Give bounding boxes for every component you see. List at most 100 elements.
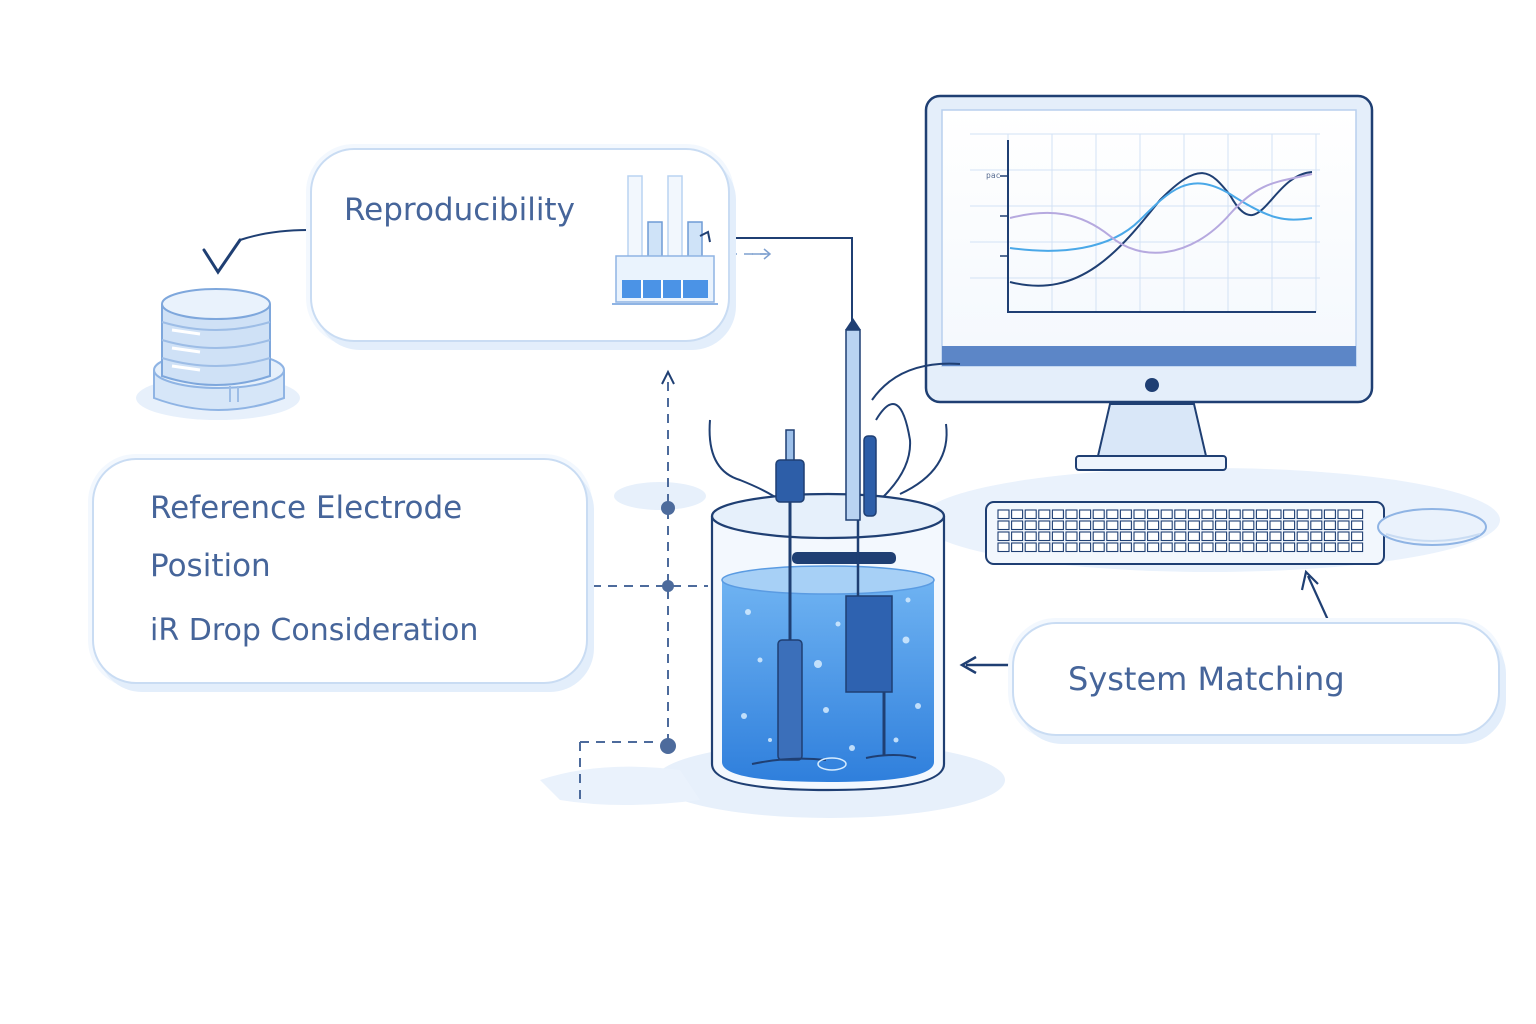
keyboard-key [1310, 509, 1323, 520]
mouse-icon [1377, 508, 1487, 546]
keyboard-key [1106, 509, 1119, 520]
keyboard-key [1106, 542, 1119, 553]
keyboard-key [1255, 509, 1268, 520]
keyboard-key [1215, 520, 1228, 531]
keyboard-key [1283, 520, 1296, 531]
keyboard-key [1079, 509, 1092, 520]
keyboard-key [1092, 520, 1105, 531]
keyboard-key [1011, 520, 1024, 531]
keyboard-key [1255, 520, 1268, 531]
keyboard-key [1187, 509, 1200, 520]
keyboard-key [1323, 509, 1336, 520]
keyboard-key [1283, 531, 1296, 542]
keyboard-key [1092, 509, 1105, 520]
keyboard-key [1215, 509, 1228, 520]
keyboard-key [1187, 542, 1200, 553]
keyboard-key [1242, 520, 1255, 531]
keyboard-key [1024, 520, 1037, 531]
keyboard-key [1174, 531, 1187, 542]
keyboard-key [1038, 531, 1051, 542]
keyboard-key [1228, 542, 1241, 553]
system-matching-card [1012, 622, 1500, 736]
small-right-arrow [752, 248, 772, 260]
keyboard-key [1147, 509, 1160, 520]
keyboard-key [1119, 531, 1132, 542]
keyboard-key [1011, 531, 1024, 542]
keyboard-key [1310, 520, 1323, 531]
keyboard-key [1310, 531, 1323, 542]
keyboard-key [997, 509, 1010, 520]
keyboard-key [1201, 509, 1214, 520]
keyboard-key [1269, 542, 1282, 553]
keyboard-key [1337, 509, 1350, 520]
keyboard-key [1092, 531, 1105, 542]
keyboard-key [1228, 531, 1241, 542]
keyboard-key [1024, 509, 1037, 520]
keyboard-key [1147, 520, 1160, 531]
keyboard-key [1337, 520, 1350, 531]
keyboard-key [1351, 520, 1364, 531]
keyboard-key [1106, 531, 1119, 542]
keyboard-key [1201, 542, 1214, 553]
keyboard-key [997, 542, 1010, 553]
keyboard-key [1160, 520, 1173, 531]
keyboard-key [1296, 520, 1309, 531]
keyboard-key [1228, 520, 1241, 531]
keyboard-key [1024, 542, 1037, 553]
system-matching-label: System Matching [1068, 660, 1345, 698]
keyboard-key [1351, 542, 1364, 553]
keyboard-key [1147, 542, 1160, 553]
database-icon [153, 288, 285, 411]
keyboard-key [1051, 531, 1064, 542]
keyboard-key [1011, 509, 1024, 520]
keyboard-key [1201, 531, 1214, 542]
reference-electrode-label: Reference Electrode [150, 490, 463, 526]
keyboard-key [1051, 520, 1064, 531]
reproducibility-label: Reproducibility [344, 192, 575, 228]
keyboard-key [1119, 520, 1132, 531]
keyboard-key [1024, 531, 1037, 542]
reference-electrode-card [92, 458, 588, 684]
keyboard-key [1160, 509, 1173, 520]
guide-node-2 [662, 580, 674, 592]
keyboard-key [1269, 531, 1282, 542]
keyboard-key [1038, 509, 1051, 520]
keyboard-key [1174, 520, 1187, 531]
keyboard-key [1079, 542, 1092, 553]
keyboard-key [1187, 520, 1200, 531]
keyboard-key [1133, 509, 1146, 520]
keyboard-key [997, 531, 1010, 542]
position-label: Position [150, 548, 271, 584]
keyboard-key [1092, 542, 1105, 553]
keyboard-key [1242, 509, 1255, 520]
keyboard-key [1038, 520, 1051, 531]
keyboard-key [1065, 531, 1078, 542]
keyboard-key [1133, 531, 1146, 542]
arrow-to-beaker [959, 655, 1010, 675]
keyboard-key [1147, 531, 1160, 542]
curve-light-blue [1009, 182, 1313, 252]
keyboard-icon [985, 501, 1385, 565]
keyboard-key [1174, 542, 1187, 553]
keyboard-key [1269, 520, 1282, 531]
keyboard-key [1106, 520, 1119, 531]
keyboard-key [1255, 531, 1268, 542]
keyboard-key [1242, 542, 1255, 553]
curve-purple [1009, 173, 1313, 254]
keyboard-key [997, 520, 1010, 531]
ir-drop-label: iR Drop Consideration [150, 613, 479, 648]
keyboard-key [1283, 542, 1296, 553]
keyboard-key [1051, 509, 1064, 520]
keyboard-key [1065, 542, 1078, 553]
keyboard-key [1255, 542, 1268, 553]
keyboard-key [1079, 531, 1092, 542]
keyboard-key [1337, 542, 1350, 553]
keyboard-key [1337, 531, 1350, 542]
keyboard-key [1310, 542, 1323, 553]
keyboard-key [1351, 509, 1364, 520]
keyboard-key [1351, 531, 1364, 542]
keyboard-key [1323, 531, 1336, 542]
monitor-icon [924, 94, 1374, 471]
arrow-to-keyboard [1300, 569, 1330, 621]
